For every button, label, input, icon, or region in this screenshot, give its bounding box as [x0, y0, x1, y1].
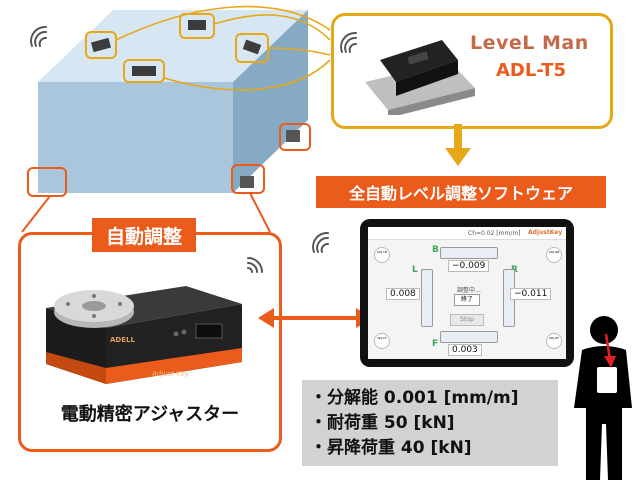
corner-button-lb[interactable] [374, 247, 390, 263]
corner-button-label: ADJ LF [377, 336, 387, 340]
wifi-icon [30, 25, 47, 47]
down-arrow-icon [445, 124, 471, 166]
screen-header [368, 227, 566, 240]
brand-logo: LeveL Man [470, 32, 589, 54]
screen-header-logo: AdjustKey [528, 229, 563, 236]
level-sensor-image [365, 40, 475, 115]
wifi-icon [312, 231, 329, 253]
tablet-screen: Ch=0.02 [mm/m] AdjustKey ADJ LB ADJ RB A… [368, 227, 566, 359]
value-r: −0.011 [510, 288, 552, 300]
adjuster-face-logo: ADELL [110, 336, 135, 344]
value-b: −0.009 [448, 260, 490, 272]
person-icon [574, 316, 632, 480]
spec-box: ・分解能 0.001 [mm/m] ・耐荷重 50 [kN] ・昇降荷重 40 … [302, 380, 558, 466]
axis-label-l: L [412, 265, 418, 275]
level-gauge-b [440, 247, 498, 259]
tablet: Ch=0.02 [mm/m] AdjustKey ADJ LB ADJ RB A… [360, 219, 574, 367]
corner-button-label: ADJ LB [377, 250, 387, 254]
product-card [331, 13, 613, 129]
corner-button-label: ADJ RF [548, 336, 559, 340]
value-f: 0.003 [448, 344, 482, 356]
model-name: ADL-T5 [496, 60, 566, 81]
adjuster-logo: Adjust Key [152, 370, 190, 378]
axis-label-b: B [432, 245, 439, 255]
corner-button-rf[interactable] [546, 333, 562, 349]
spec-load-capacity: ・耐荷重 50 [kN] [310, 413, 455, 433]
wifi-icon [247, 257, 263, 273]
status-text: 調整中… [457, 287, 482, 294]
bidirectional-arrow-icon [258, 308, 372, 328]
spec-lifting-load: ・昇降荷重 40 [kN] [310, 438, 472, 458]
spec-list: ・分解能 0.001 [mm/m] ・耐荷重 50 [kN] ・昇降荷重 40 … [310, 386, 519, 461]
corner-button-lf[interactable] [374, 333, 390, 349]
value-l: 0.008 [386, 288, 420, 300]
corner-button-rb[interactable] [546, 247, 562, 263]
axis-label-f: F [432, 339, 439, 349]
electric-adjuster-image [46, 286, 242, 384]
screen-header-text: Ch=0.02 [mm/m] [468, 230, 521, 237]
auto-adjust-label: 自動調整 [92, 218, 196, 252]
adjuster-caption: 電動精密アジャスター [60, 404, 240, 425]
corner-button-label: ADJ RB [548, 250, 560, 254]
level-gauge-f [440, 331, 498, 343]
wifi-icon [340, 31, 357, 53]
end-button[interactable]: 終了 [454, 294, 480, 306]
software-banner: 全自動レベル調整ソフトウェア [316, 176, 606, 208]
spec-resolution: ・分解能 0.001 [mm/m] [310, 388, 519, 408]
stop-button[interactable]: Stop [450, 314, 484, 326]
level-gauge-l [421, 269, 433, 327]
